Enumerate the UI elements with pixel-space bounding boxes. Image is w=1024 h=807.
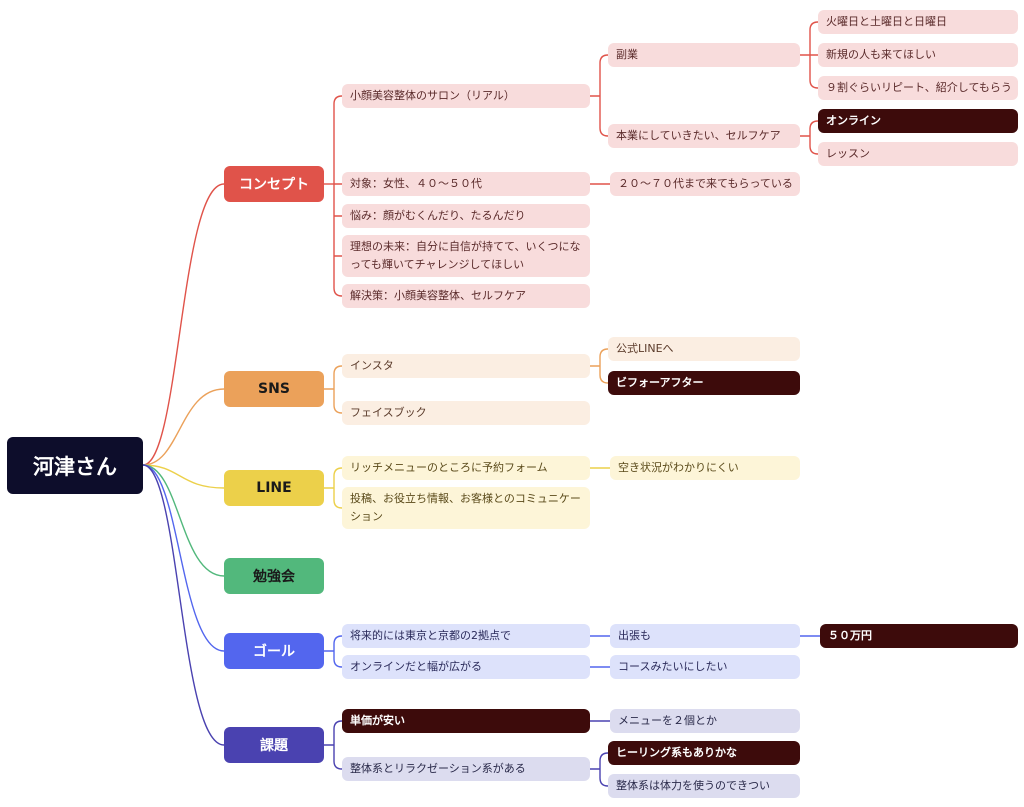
branch-study[interactable]: 勉強会 [224, 558, 324, 594]
node-concept-worry[interactable]: 悩み：顔がむくんだり、たるんだり [342, 204, 590, 228]
node-issue-seitai-relax[interactable]: 整体系とリラクゼーション系がある [342, 757, 590, 781]
node-line-rich-menu[interactable]: リッチメニューのところに予約フォーム [342, 456, 590, 480]
node-seitai-healing[interactable]: ヒーリング系もありかな [608, 741, 800, 765]
node-side-job-days[interactable]: 火曜日と土曜日と日曜日 [818, 10, 1018, 34]
root-node[interactable]: 河津さん [7, 437, 143, 494]
node-seitai-stamina[interactable]: 整体系は体力を使うのできつい [608, 774, 800, 798]
node-goal-two-bases[interactable]: 将来的には東京と京都の2拠点で [342, 624, 590, 648]
link-root-issue [142, 464, 225, 746]
node-concept-salon[interactable]: 小顔美容整体のサロン（リアル） [342, 84, 590, 108]
link-root-concept [142, 183, 225, 466]
node-concept-target[interactable]: 対象：女性、４０〜５０代 [342, 172, 590, 196]
node-concept-side-job[interactable]: 副業 [608, 43, 800, 67]
branch-issue[interactable]: 課題 [224, 727, 324, 763]
node-sns-instagram[interactable]: インスタ [342, 354, 590, 378]
node-concept-main-job[interactable]: 本業にしていきたい、セルフケア [608, 124, 800, 148]
node-line-posts[interactable]: 投稿、お役立ち情報、お客様とのコミュニケーション [342, 487, 590, 529]
branch-line[interactable]: LINE [224, 470, 324, 506]
node-target-age-range[interactable]: ２０〜７０代まで来てもらっている [610, 172, 800, 196]
node-main-job-lesson[interactable]: レッスン [818, 142, 1018, 166]
node-goal-online[interactable]: オンラインだと幅が広がる [342, 655, 590, 679]
node-insta-before-after[interactable]: ビフォーアフター [608, 371, 800, 395]
node-main-job-online[interactable]: オンライン [818, 109, 1018, 133]
node-trip-amount[interactable]: ５０万円 [820, 624, 1018, 648]
branch-sns[interactable]: SNS [224, 371, 324, 407]
link-root-sns [142, 388, 225, 466]
node-low-price-menu[interactable]: メニューを２個とか [610, 709, 800, 733]
node-rich-menu-availability[interactable]: 空き状況がわかりにくい [610, 456, 800, 480]
node-goal-business-trip[interactable]: 出張も [610, 624, 800, 648]
branch-concept[interactable]: コンセプト [224, 166, 324, 202]
node-online-course[interactable]: コースみたいにしたい [610, 655, 800, 679]
node-side-job-new[interactable]: 新規の人も来てほしい [818, 43, 1018, 67]
node-concept-ideal[interactable]: 理想の未来：自分に自信が持てて、いくつになっても輝いてチャレンジしてほしい [342, 235, 590, 277]
link-root-line [142, 464, 225, 489]
node-sns-facebook[interactable]: フェイスブック [342, 401, 590, 425]
link-root-study [142, 464, 225, 577]
node-side-job-repeat[interactable]: ９割ぐらいリピート、紹介してもらう [818, 76, 1018, 100]
link-root-goal [142, 464, 225, 652]
node-issue-low-price[interactable]: 単価が安い [342, 709, 590, 733]
branch-goal[interactable]: ゴール [224, 633, 324, 669]
node-concept-solution[interactable]: 解決策：小顔美容整体、セルフケア [342, 284, 590, 308]
node-insta-official-line[interactable]: 公式LINEへ [608, 337, 800, 361]
